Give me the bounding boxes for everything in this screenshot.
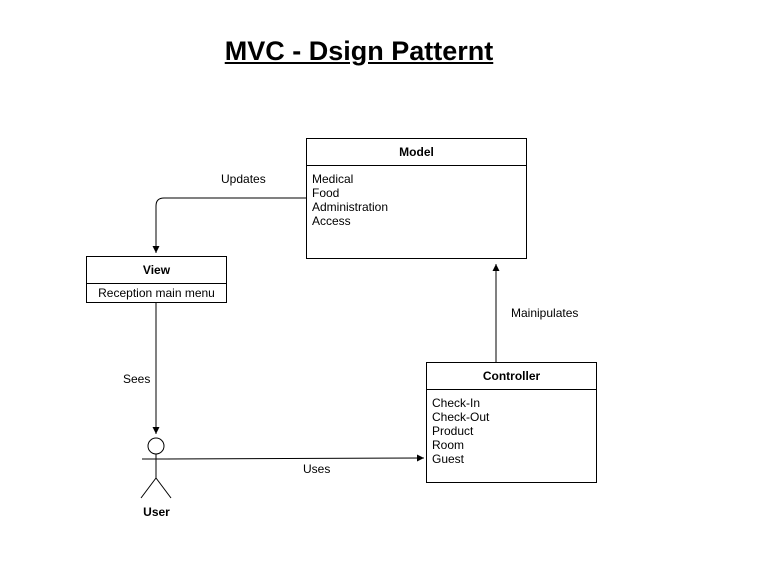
view-header: View [87, 257, 226, 284]
controller-item: Room [432, 438, 465, 452]
controller-item: Product [432, 424, 474, 438]
model-item: Access [312, 214, 351, 228]
controller-item: Check-In [432, 396, 481, 410]
controller-item: Guest [432, 452, 465, 466]
uses-arrow [163, 454, 425, 462]
user-label: User [143, 505, 170, 519]
controller-box: Controller Check-In Check-Out Product Ro… [426, 362, 597, 483]
model-header: Model [307, 139, 526, 166]
uses-label: Uses [303, 462, 331, 476]
diagram-title: MVC - Dsign Patternt [224, 36, 494, 66]
sees-label: Sees [123, 372, 151, 386]
controller-header: Controller [427, 363, 596, 390]
view-item: Reception main menu [98, 286, 215, 300]
model-item: Food [312, 186, 340, 200]
model-item: Medical [312, 172, 354, 186]
model-box: Model Medical Food Administration Access [306, 138, 527, 259]
view-box: View Reception main menu [86, 256, 227, 303]
controller-items: Check-In Check-Out Product Room Guest [427, 390, 596, 472]
controller-item: Check-Out [432, 410, 490, 424]
user-actor-icon [140, 437, 172, 499]
updates-label: Updates [221, 172, 266, 186]
model-items: Medical Food Administration Access [307, 166, 526, 234]
updates-arrow [152, 197, 306, 253]
manipulates-label: Mainipulates [511, 306, 579, 320]
model-item: Administration [312, 200, 389, 214]
